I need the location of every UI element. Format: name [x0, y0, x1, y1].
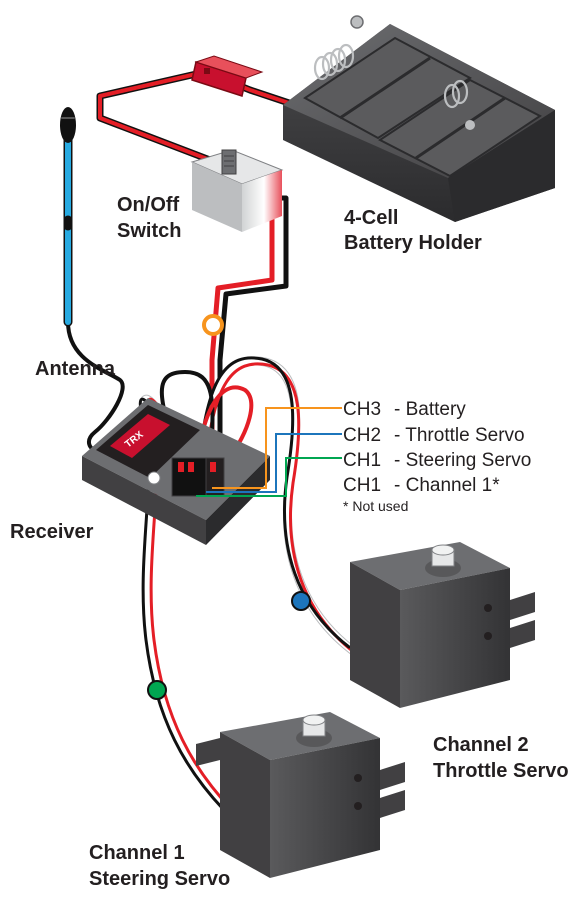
throttle-servo-label-line2: Throttle Servo — [433, 760, 569, 782]
antenna-label: Antenna — [35, 358, 116, 380]
battery-label-line2: Battery Holder — [344, 232, 482, 254]
channel-row-4-id: CH1 — [343, 475, 381, 496]
channel-row-3-desc: - Steering Servo — [394, 450, 531, 471]
antenna — [60, 107, 125, 454]
throttle-servo — [350, 542, 535, 708]
steering-servo — [196, 712, 405, 878]
battery-label-line1: 4-Cell — [344, 207, 398, 229]
battery-holder — [283, 15, 555, 222]
channel-legend: CH3 - Battery CH2 - Throttle Servo CH1 -… — [343, 399, 531, 514]
switch-label-line2: Switch — [117, 220, 181, 242]
receiver: TRX — [82, 398, 270, 545]
ch3-marker-dot — [202, 314, 224, 336]
ch1-marker-dot — [147, 680, 167, 700]
switch-label-line1: On/Off — [117, 194, 180, 216]
footnote: * Not used — [343, 498, 408, 514]
receiver-label: Receiver — [10, 521, 94, 543]
channel-row-1-desc: - Battery — [394, 399, 466, 420]
battery-connector — [191, 55, 264, 97]
throttle-servo-label-line1: Channel 2 — [433, 734, 529, 756]
steering-servo-label-line1: Channel 1 — [89, 842, 185, 864]
channel-row-2-desc: - Throttle Servo — [394, 425, 525, 446]
channel-leaders — [196, 407, 342, 497]
on-off-switch — [190, 149, 284, 232]
steering-servo-label-line2: Steering Servo — [89, 868, 230, 890]
channel-row-2-id: CH2 — [343, 425, 381, 446]
throttle-servo-lead — [197, 356, 357, 655]
channel-row-3-id: CH1 — [343, 450, 381, 471]
ch2-marker-dot — [291, 591, 311, 611]
channel-row-1-id: CH3 — [343, 399, 381, 420]
channel-row-4-desc: - Channel 1* — [394, 475, 500, 496]
